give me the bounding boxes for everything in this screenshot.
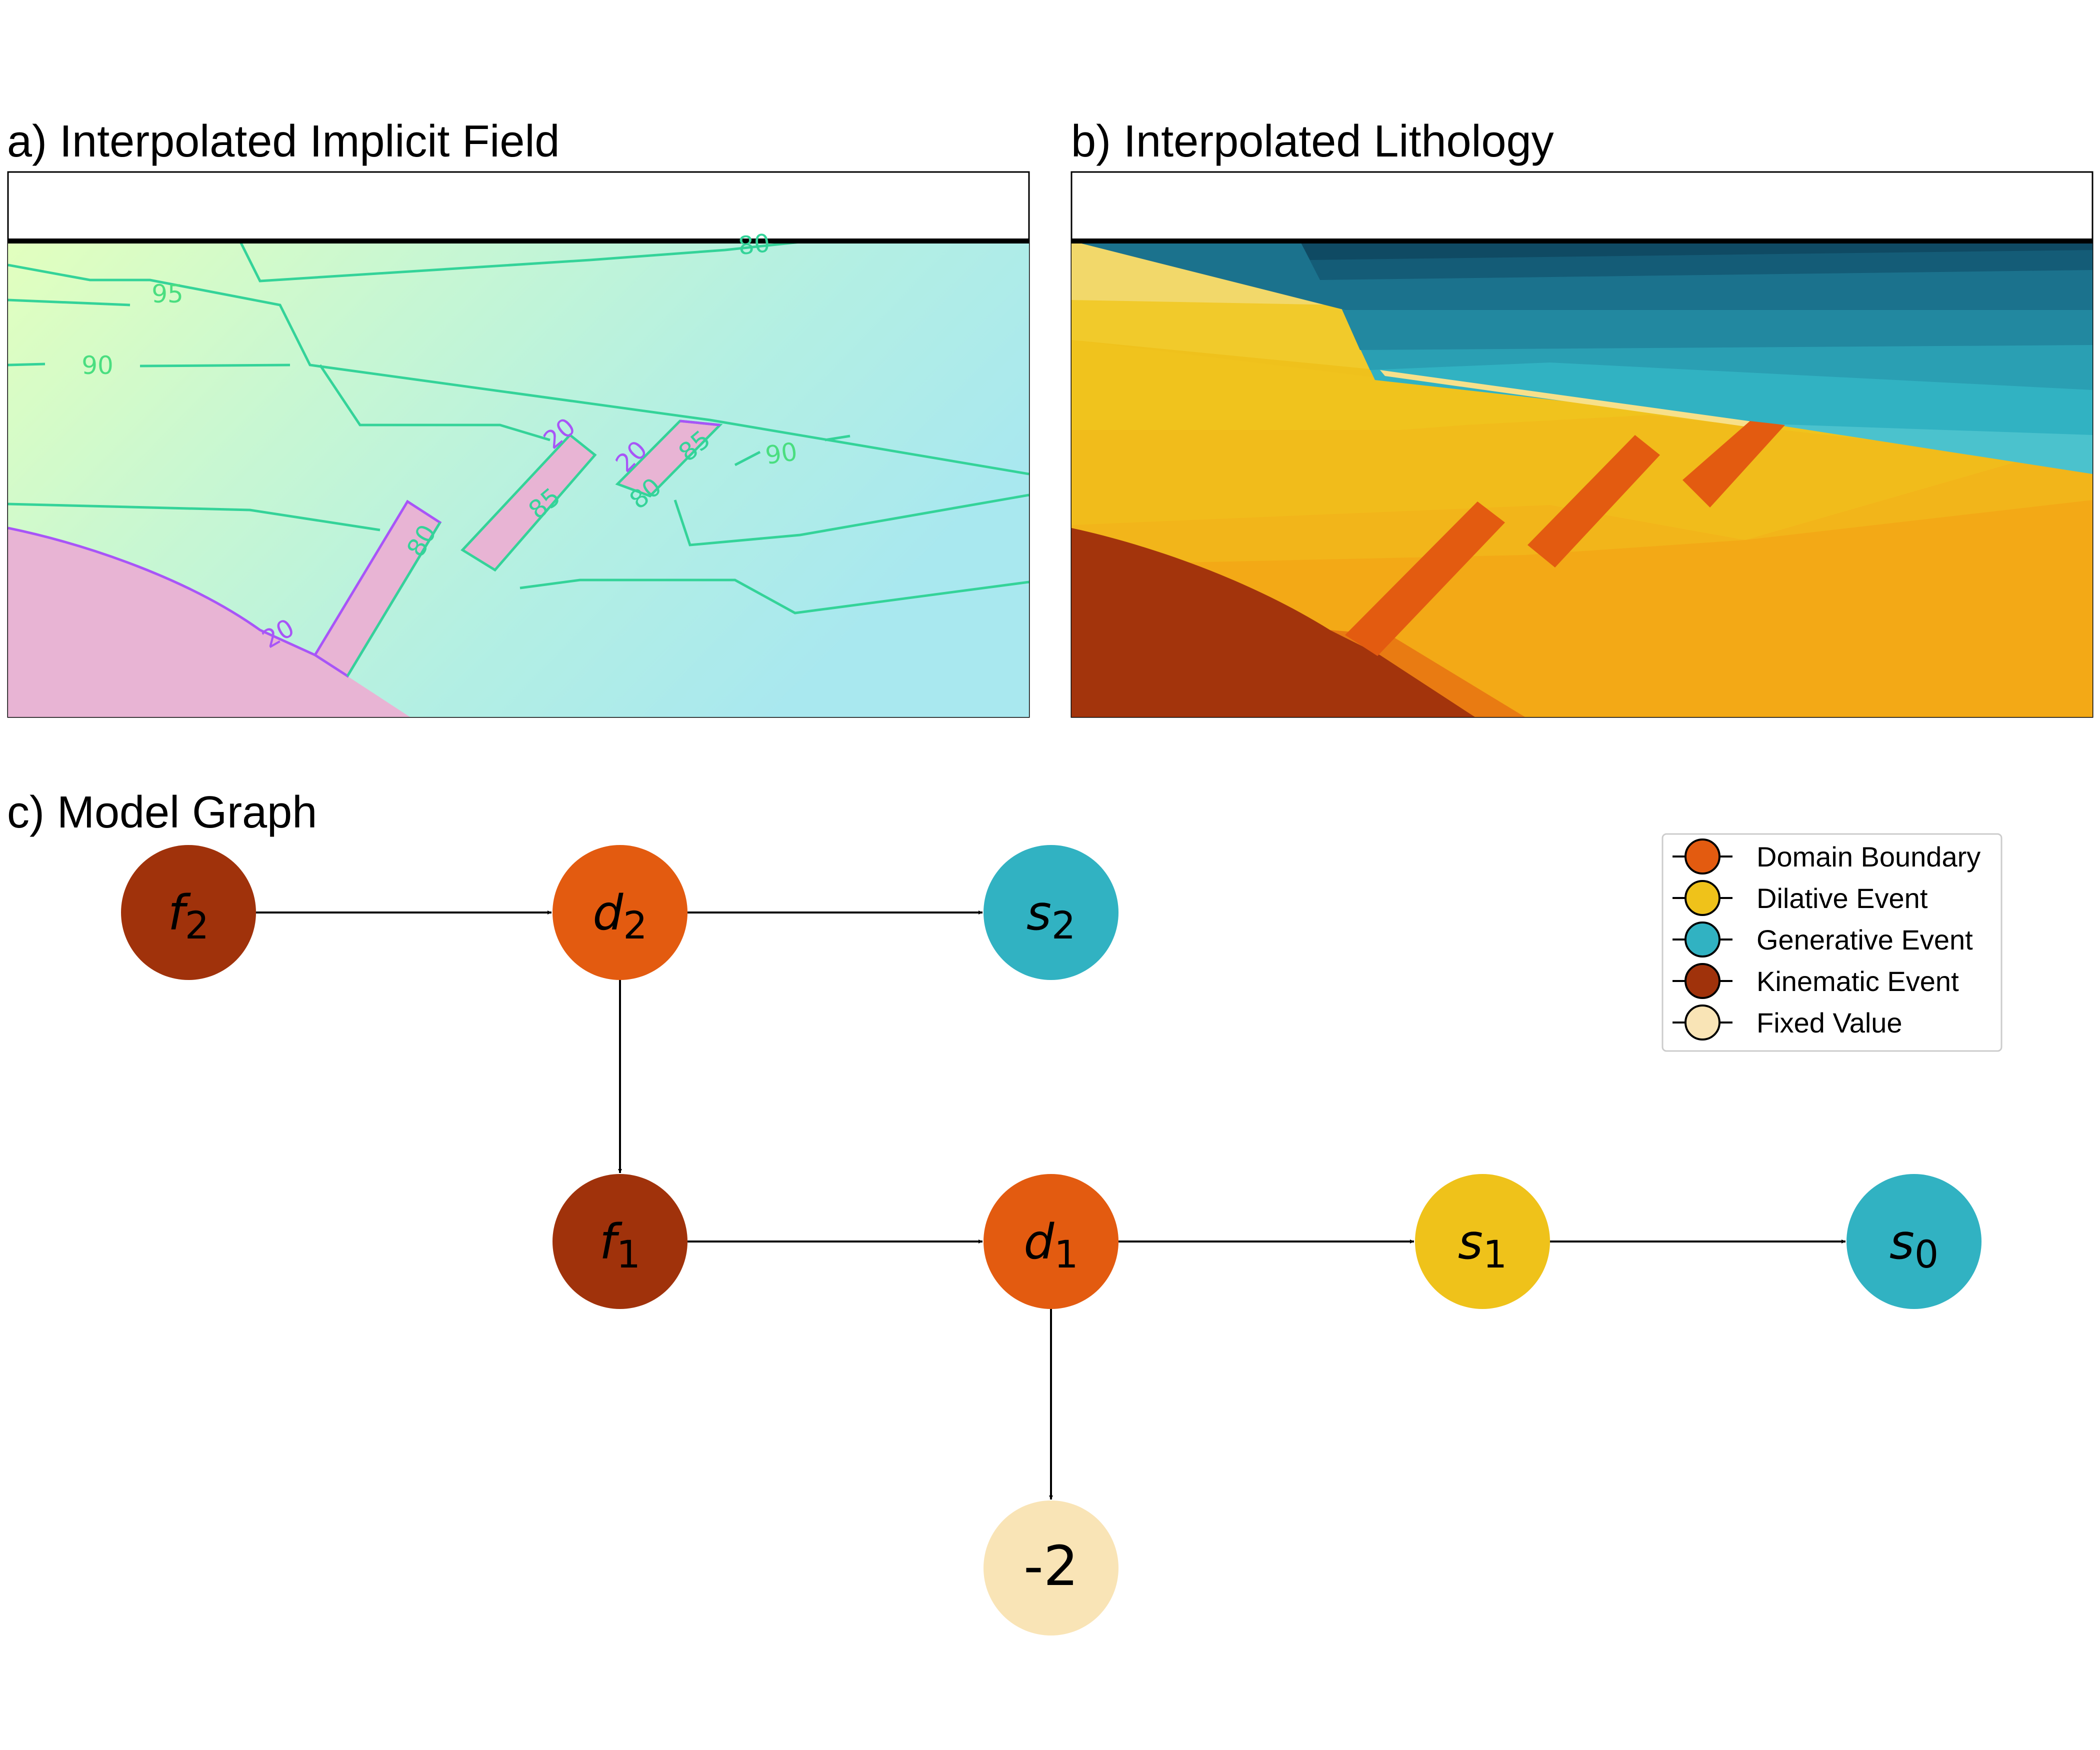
node-subscript: 1: [1483, 1232, 1507, 1276]
graph-node-s2: s2: [984, 845, 1118, 980]
panel-b-plot: [1070, 171, 2094, 718]
legend-marker: [1684, 880, 1720, 916]
graph-node-label: f2: [168, 885, 209, 948]
graph-node-label: d2: [592, 885, 647, 948]
graph-node-label: s0: [1890, 1214, 1938, 1276]
graph-node-s0: s0: [1846, 1174, 1982, 1309]
graph-node-circle: [984, 845, 1118, 980]
legend-label: Generative Event: [1756, 924, 1973, 956]
graph-node-d2: d2: [552, 845, 688, 980]
graph-node-label: d1: [1024, 1214, 1078, 1276]
node-base-symbol: d: [592, 885, 624, 941]
lithology-lower-domain: [1072, 528, 1475, 717]
graph-node-label: -2: [1024, 1534, 1078, 1598]
contour-label: 90: [764, 437, 799, 470]
dike: [1682, 421, 1785, 508]
graph-node-circle: [1846, 1174, 1982, 1309]
contour-line: [8, 264, 1029, 476]
green-contour-lines: [8, 241, 1029, 614]
lower-domain-region: [8, 528, 410, 717]
graph-node-f2: f2: [121, 845, 256, 980]
graph-node-circle: [552, 845, 688, 980]
contour-label: 90: [82, 351, 114, 380]
dike-2: [460, 433, 597, 572]
dike-1-edge: [346, 522, 442, 677]
lower-domain-region-edge: [8, 526, 316, 656]
dike: [1528, 435, 1660, 568]
legend-item: Domain Boundary: [1672, 838, 1980, 874]
contour-line: [824, 434, 850, 442]
legend-marker: [1684, 838, 1720, 874]
lithology-blue-layers: [1072, 241, 2092, 474]
contour-line: [8, 502, 380, 532]
graph-node-s1: s1: [1415, 1174, 1550, 1309]
contour-line: [318, 364, 550, 442]
legend-item: Fixed Value: [1672, 1004, 1902, 1040]
node-base-symbol: d: [1024, 1214, 1054, 1270]
node-base-symbol: s: [1026, 885, 1052, 941]
graph-node-fixed: -2: [984, 1500, 1118, 1636]
node-subscript: 0: [1914, 1232, 1938, 1276]
graph-node-label: s1: [1458, 1214, 1507, 1276]
legend-item: Kinematic Event: [1672, 963, 1959, 999]
contour-line: [140, 364, 290, 368]
contour-line: [238, 241, 800, 282]
panel-c-title: c) Model Graph: [7, 788, 318, 838]
panel-a-plot: 80 95 90 20 20 90 85 80 85 80 20: [7, 171, 1030, 718]
legend-label: Kinematic Event: [1756, 966, 1959, 997]
dike-3-edge: [680, 420, 720, 426]
panel-b-title: b) Interpolated Lithology: [1071, 116, 1554, 166]
contour-line: [8, 298, 130, 306]
dike-contours: [313, 420, 723, 678]
graph-node-circle: [121, 845, 256, 980]
node-subscript: 2: [1052, 903, 1076, 948]
graph-node-circle: [984, 1500, 1118, 1636]
graph-node-d1: d1: [984, 1174, 1118, 1309]
contour-label: 80: [737, 228, 772, 260]
graph-node-circle: [1415, 1174, 1550, 1309]
graph-node-circle: [552, 1174, 688, 1309]
node-subscript: 1: [1054, 1232, 1078, 1276]
node-base-symbol: s: [1458, 1214, 1483, 1270]
contour-line: [674, 494, 1029, 546]
legend-marker: [1684, 1004, 1720, 1040]
panel-a-title: a) Interpolated Implicit Field: [7, 116, 560, 166]
legend-label: Dilative Event: [1756, 882, 1928, 914]
contour-line: [734, 450, 761, 466]
contour-line: [8, 362, 46, 366]
legend-marker: [1684, 922, 1720, 958]
node-base-symbol: s: [1890, 1214, 1914, 1270]
graph-node-label: s2: [1026, 885, 1076, 948]
dike: [1345, 502, 1505, 656]
legend-item: Dilative Event: [1672, 880, 1928, 916]
graph-node-f1: f1: [552, 1174, 688, 1309]
graph-node-circle: [984, 1174, 1118, 1309]
legend-label: Fixed Value: [1756, 1007, 1902, 1038]
node-subscript: 2: [623, 903, 647, 948]
graph-node-label: f1: [600, 1214, 640, 1276]
legend-marker: [1684, 963, 1720, 999]
legend-label: Domain Boundary: [1756, 841, 1980, 872]
node-subscript: 2: [185, 903, 209, 948]
lithology-dikes: [1345, 421, 1785, 656]
contour-label: 95: [152, 280, 184, 308]
lithology-bright-band: [1380, 370, 1770, 430]
node-subscript: 1: [616, 1232, 640, 1276]
graph-edges: [256, 910, 1846, 1500]
legend-item: Generative Event: [1672, 922, 1973, 958]
legend-frame: [1662, 833, 2002, 1052]
contour-line: [520, 578, 1029, 614]
